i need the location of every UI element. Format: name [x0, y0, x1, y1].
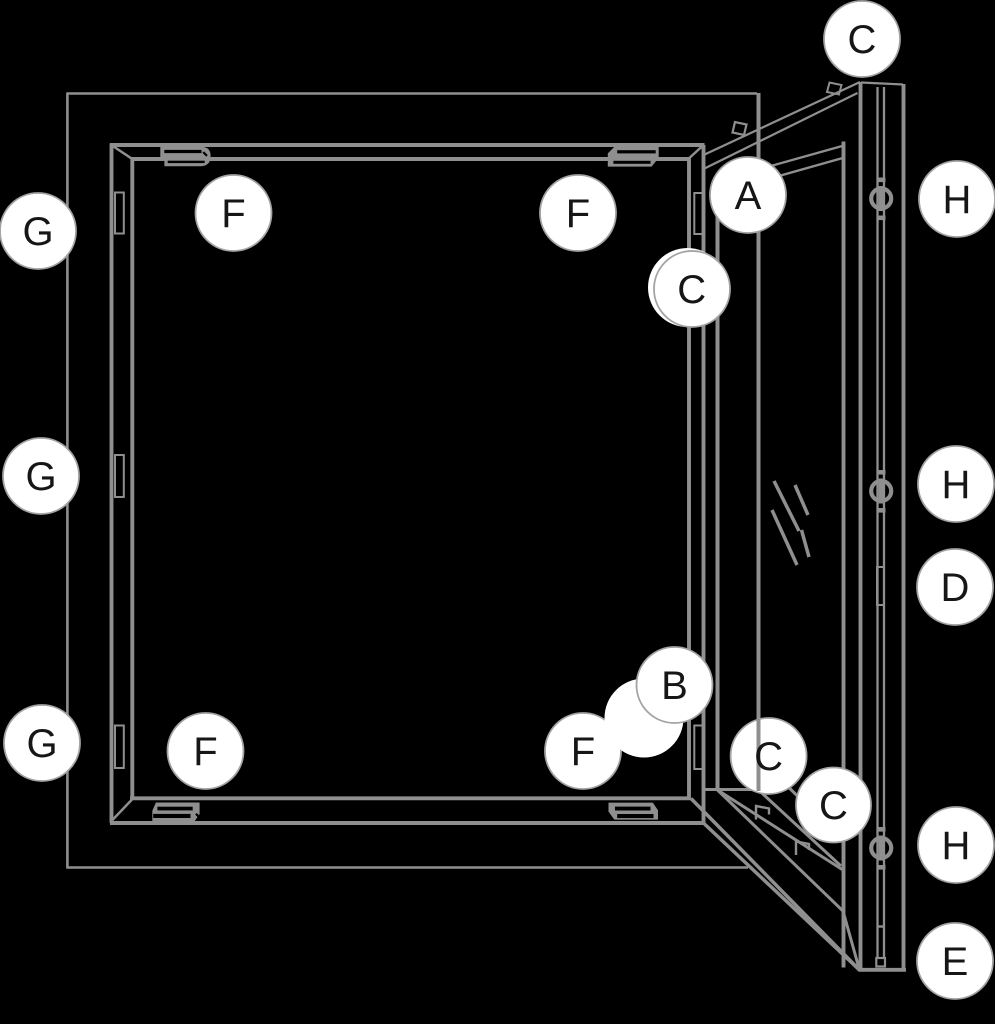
- svg-text:H: H: [942, 824, 971, 868]
- svg-text:H: H: [943, 178, 972, 222]
- svg-text:D: D: [941, 566, 970, 610]
- svg-text:C: C: [677, 268, 706, 312]
- svg-text:A: A: [735, 174, 762, 218]
- svg-text:G: G: [22, 210, 53, 254]
- svg-text:H: H: [942, 463, 971, 507]
- svg-text:F: F: [571, 730, 595, 774]
- svg-text:C: C: [754, 735, 783, 779]
- svg-text:G: G: [25, 455, 56, 499]
- svg-text:C: C: [848, 18, 877, 62]
- svg-text:E: E: [942, 940, 969, 984]
- svg-text:G: G: [26, 722, 57, 766]
- svg-text:F: F: [566, 192, 590, 236]
- svg-text:F: F: [193, 730, 217, 774]
- svg-text:F: F: [221, 192, 245, 236]
- svg-text:C: C: [819, 784, 848, 828]
- svg-text:B: B: [661, 664, 688, 708]
